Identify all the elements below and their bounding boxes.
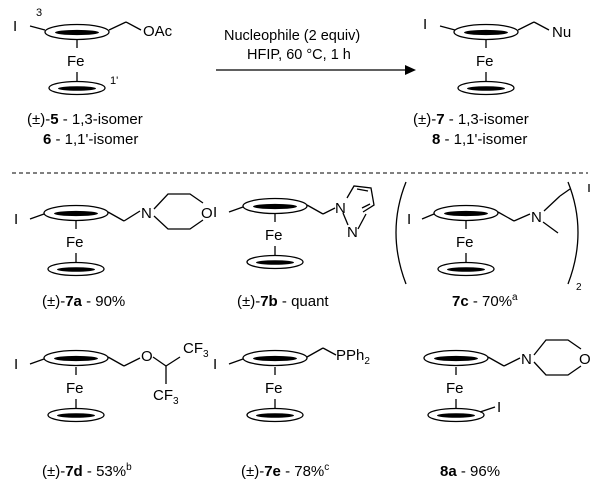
compound-7b-label: (±)-7b - quant: [237, 293, 329, 310]
compound-7e-iron: Fe: [265, 380, 283, 397]
compound-7e-label: (±)-7e - 78%c: [241, 462, 329, 480]
reactant-iodine: I: [13, 18, 17, 35]
product-label-8: 8 - 1,1'-isomer: [432, 131, 527, 148]
compound-7a-nitrogen: N: [141, 205, 152, 222]
compound-7a-iodine: I: [14, 211, 18, 228]
compound-7d-oxygen: O: [141, 348, 153, 365]
compound-7c-left-paren: [395, 181, 407, 285]
compound-7c-structure: I N Fe 2: [395, 181, 590, 293]
compound-8a-structure: N O Fe I: [423, 339, 591, 423]
compound-7d-iron: Fe: [66, 380, 84, 397]
compound-7a-iron: Fe: [66, 234, 84, 251]
product-iron: Fe: [476, 53, 494, 70]
reaction-arrow: [216, 65, 416, 75]
compound-7d-cf3-top: CF3: [183, 340, 209, 360]
reactant-acetate: OAc: [143, 23, 173, 40]
reactant-pos3-label: 3: [36, 7, 42, 19]
svg-text:(±)-5 - 1,3-isomer: (±)-5 - 1,3-isomer: [27, 111, 143, 128]
compound-7b-iodine: I: [213, 204, 217, 221]
compound-7d-structure: I O CF3 CF3 Fe: [14, 340, 209, 423]
conditions-line-2: HFIP, 60 °C, 1 h: [247, 47, 351, 63]
compound-7c-iodine: I: [407, 211, 411, 228]
compound-7e-structure: I PPh2 Fe: [213, 347, 370, 423]
compound-7e-iodine: I: [213, 356, 217, 373]
compound-7c-right-paren: [567, 181, 579, 285]
product-structure: I Nu Fe: [423, 16, 571, 96]
reactant-label-6: 6 - 1,1'-isomer: [43, 131, 138, 148]
compound-7a-oxygen: O: [201, 205, 213, 222]
compound-8a-iron: Fe: [446, 380, 464, 397]
compound-8a-nitrogen: N: [521, 351, 532, 368]
svg-text:(±)-7a - 90%: (±)-7a - 90%: [42, 293, 125, 310]
compound-8a-label: 8a - 96%: [440, 463, 500, 480]
compound-7c-subscript: 2: [576, 282, 582, 293]
compound-7c-iron: Fe: [456, 234, 474, 251]
conditions-line-1: Nucleophile (2 equiv): [224, 28, 360, 44]
compound-7d-iodine: I: [14, 356, 18, 373]
svg-text:7c - 70%a: 7c - 70%a: [452, 292, 518, 310]
reactant-structure: I 3 OAc Fe 1': [13, 7, 173, 96]
compound-7b-nitrogen-2: N: [347, 224, 358, 241]
compound-7c-label: 7c - 70%a: [452, 292, 518, 310]
svg-text:(±)-7e - 78%c: (±)-7e - 78%c: [241, 462, 329, 480]
reactant-iron: Fe: [67, 53, 85, 70]
svg-text:8 - 1,1'-isomer: 8 - 1,1'-isomer: [432, 131, 527, 148]
product-nucleophile: Nu: [552, 24, 571, 41]
compound-7a-structure: I N O Fe: [14, 193, 213, 277]
compound-7d-label: (±)-7d - 53%b: [42, 462, 132, 480]
compound-7e-phosphine: PPh2: [336, 347, 370, 367]
product-iodine: I: [423, 16, 427, 33]
svg-text:6 - 1,1'-isomer: 6 - 1,1'-isomer: [43, 131, 138, 148]
product-label-7: (±)-7 - 1,3-isomer: [413, 111, 529, 128]
compound-7b-structure: I N N Fe: [213, 185, 375, 270]
compound-8a-oxygen: O: [579, 351, 591, 368]
compound-7b-iron: Fe: [265, 227, 283, 244]
compound-7d-cf3-bottom: CF3: [153, 387, 179, 407]
compound-7a-label: (±)-7a - 90%: [42, 293, 125, 310]
compound-7b-nitrogen-1: N: [335, 200, 346, 217]
compound-7c-nitrogen: N: [531, 209, 542, 226]
reactant-label-5: (±)-5 - 1,3-isomer: [27, 111, 143, 128]
svg-text:(±)-7 - 1,3-isomer: (±)-7 - 1,3-isomer: [413, 111, 529, 128]
svg-text:8a - 96%: 8a - 96%: [440, 463, 500, 480]
svg-text:(±)-7d - 53%b: (±)-7d - 53%b: [42, 462, 132, 480]
svg-text:(±)-7b - quant: (±)-7b - quant: [237, 293, 329, 310]
reactant-pos1prime-label: 1': [110, 75, 118, 87]
compound-8a-iodine: I: [497, 399, 501, 416]
